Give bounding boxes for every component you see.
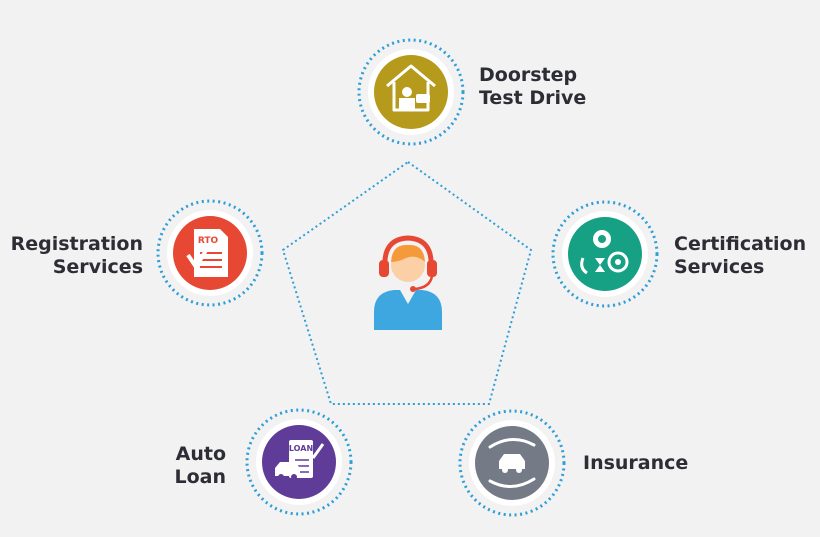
doorstep-test-drive-label: Doorstep Test Drive: [479, 64, 587, 109]
certification-services-circle: [568, 217, 642, 291]
rto-tag: RTO: [198, 236, 219, 246]
support-agent-icon: [374, 235, 442, 330]
rto-document-icon: RTO: [186, 229, 228, 277]
auto-loan-node: LOAN: [245, 408, 353, 516]
auto-loan-label: Auto Loan: [174, 443, 226, 488]
certification-services-node: [551, 200, 659, 308]
center-pentagon: [281, 160, 533, 405]
insurance-node: [458, 409, 566, 517]
certification-services-label: Certification Services: [674, 233, 807, 278]
house-icon: [386, 64, 436, 112]
insurance-label: Insurance: [583, 452, 689, 474]
insurance-icon: [488, 438, 536, 488]
certification-icon: [580, 230, 629, 275]
registration-services-label: Registration Services: [10, 233, 143, 278]
loan-tag: LOAN: [289, 444, 313, 453]
doorstep-test-drive-node: [357, 38, 465, 146]
registration-services-node: RTO: [156, 199, 264, 307]
loan-icon: LOAN: [275, 440, 325, 480]
